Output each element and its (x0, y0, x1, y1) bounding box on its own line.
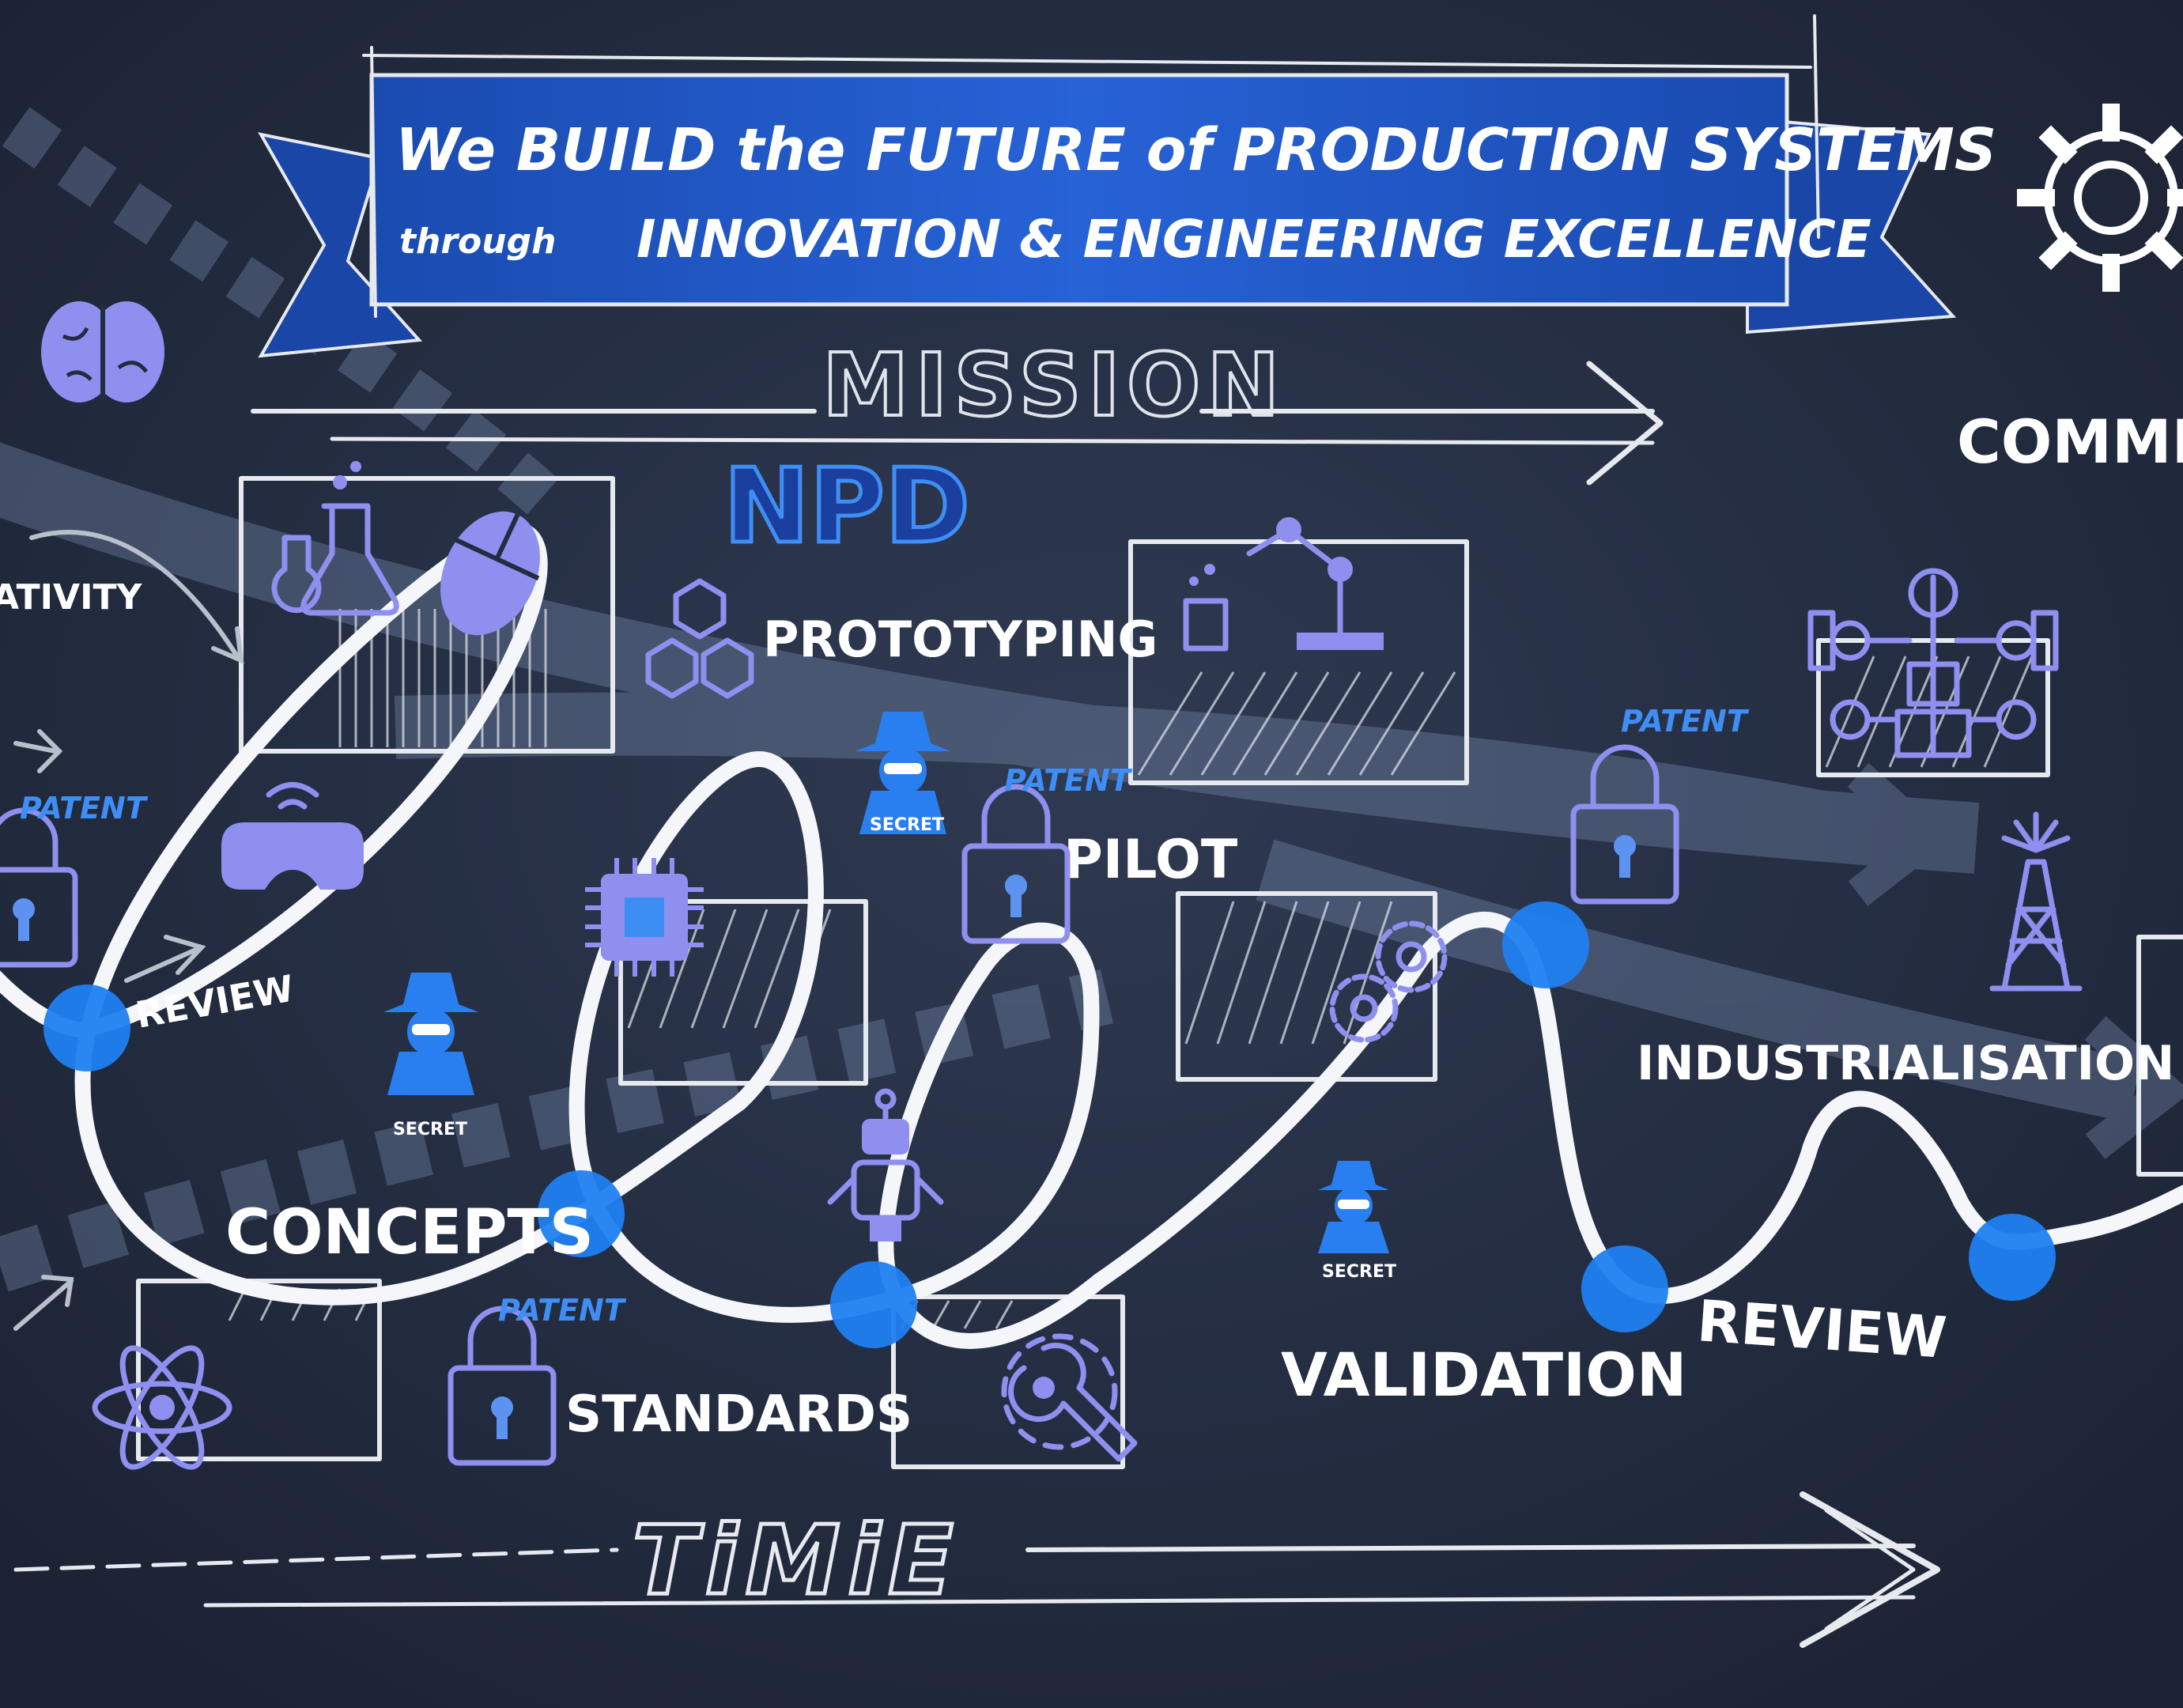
lock-icon: PATENT (961, 763, 1133, 944)
mission-arrow: MISSION (251, 333, 1664, 486)
robot-icon (827, 1088, 944, 1241)
robot-arm-icon (1183, 517, 1384, 652)
time-arrow: TiMiE (13, 1491, 1940, 1648)
banner-body (369, 73, 1789, 307)
label-industrialisation: INDUSTRIALISATION (1637, 1036, 2174, 1091)
milestone-node (830, 1261, 917, 1348)
brain-icon (41, 301, 164, 402)
mouse-icon (440, 511, 540, 636)
oil-rig-icon (1989, 811, 2083, 992)
milestone-node (1969, 1214, 2056, 1301)
milestone-node (43, 984, 130, 1071)
wrench-icon (1001, 1333, 1138, 1462)
atom-icon (92, 1345, 232, 1470)
milestone-nodes (43, 901, 2056, 1348)
gears-icon (1329, 920, 1448, 1043)
mission-banner: We BUILD the FUTURE of PRODUCTION SYSTEM… (258, 14, 1996, 358)
label-creativity: ATIVITY (0, 577, 142, 618)
secret-tag: SECRET (393, 1120, 467, 1139)
milestone-node (1581, 1245, 1668, 1332)
label-pilot: PILOT (1063, 829, 1238, 891)
mission-heading: MISSION (822, 334, 1286, 436)
label-validation: VALIDATION (1281, 1340, 1687, 1410)
box-right-edge (2136, 935, 2183, 1177)
label-standards: STANDARDS (565, 1385, 912, 1444)
factory-icon (1807, 568, 2059, 758)
label-prototyping: PROTOTYPING (763, 610, 1158, 668)
spy-icon: SECRET (855, 712, 950, 835)
patent-tag: PATENT (1004, 763, 1133, 798)
npd-heading: NPD (723, 446, 970, 566)
commerc-heading: COMMERC (1957, 406, 2183, 477)
spy-icon: SECRET (1318, 1161, 1396, 1282)
chalk-arrows (13, 530, 244, 1331)
hexagons-icon (645, 578, 754, 699)
secret-tag: SECRET (1322, 1262, 1396, 1282)
time-heading: TiMiE (633, 1506, 961, 1616)
vr-headset-icon (221, 782, 364, 890)
hatched-box-gears (1176, 891, 1437, 1082)
lock-icon: PATENT (448, 1293, 627, 1466)
banner-line-1: We BUILD the FUTURE of PRODUCTION SYSTEM… (395, 116, 1996, 184)
lock-icon: PATENT (1570, 704, 1750, 905)
milestone-node (1502, 901, 1589, 988)
patent-tag: PATENT (498, 1293, 627, 1328)
secret-tag: SECRET (870, 815, 944, 835)
patent-tag: PATENT (1621, 704, 1750, 739)
spy-icon: SECRET (383, 973, 478, 1139)
hatched-box-robot-arm (1128, 539, 1469, 785)
milestone-node (538, 1170, 625, 1257)
banner-through: through (399, 221, 556, 262)
banner-line-2: INNOVATION & ENGINEERING EXCELLENCE (636, 209, 1871, 270)
gear-icon (2017, 104, 2183, 292)
chip-icon (585, 858, 704, 977)
flask-icon (271, 461, 399, 616)
label-concepts: CONCEPTS (225, 1197, 594, 1268)
lock-icon: PATENT (0, 791, 149, 968)
patent-tag: PATENT (20, 791, 149, 826)
